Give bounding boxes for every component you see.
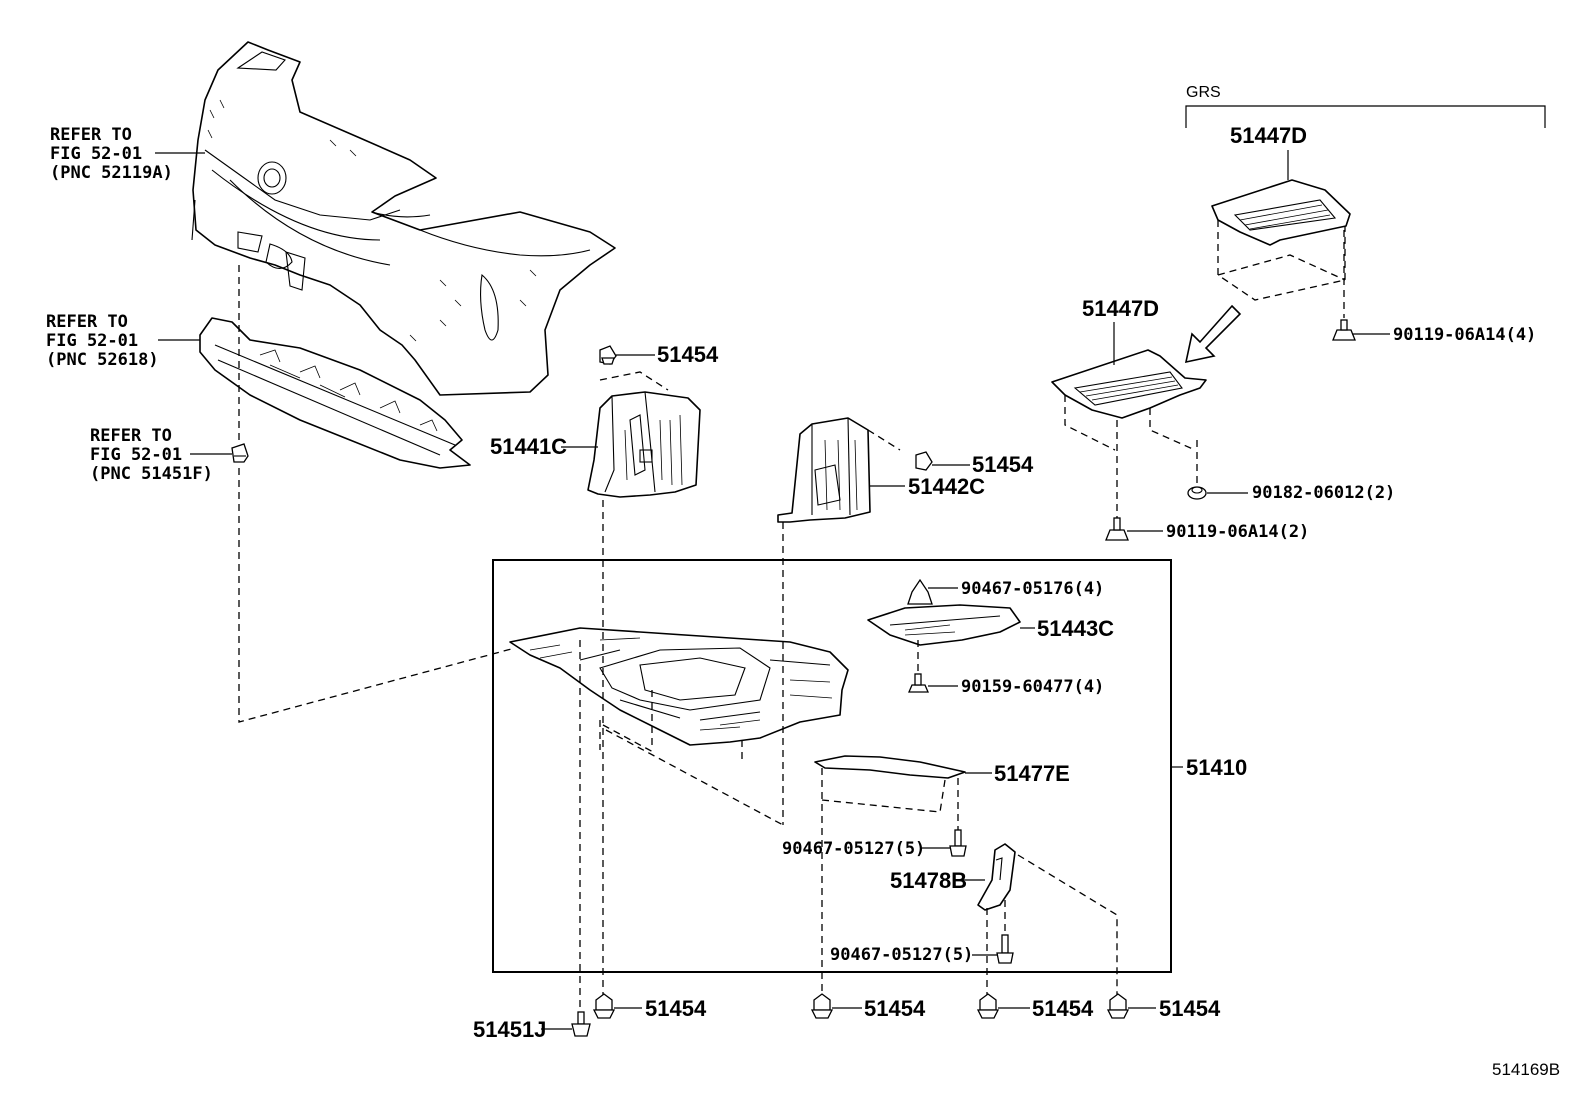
ref-line1: REFER TO xyxy=(46,312,128,332)
part-number-90467-05127-b: 90467-05127(5) xyxy=(830,945,973,965)
part-number-51454-f: 51454 xyxy=(1159,996,1221,1021)
clip-icon xyxy=(1106,993,1130,1019)
part-number-51454-a: 51454 xyxy=(657,342,719,367)
nut-icon xyxy=(1187,486,1207,500)
clip-icon xyxy=(599,345,617,365)
part-number-90467-05176: 90467-05176(4) xyxy=(961,579,1104,599)
clip-icon xyxy=(231,443,249,463)
part-number-51454-d: 51454 xyxy=(864,996,926,1021)
part-number-51442c: 51442C xyxy=(908,474,985,499)
part-number-51454-c: 51454 xyxy=(645,996,707,1021)
under-cover-icon xyxy=(867,604,1021,646)
reference-note-clip: REFER TO FIG 52-01 (PNC 51451F) xyxy=(90,426,213,484)
bracket-icon xyxy=(814,755,966,779)
arrow-icon xyxy=(1184,304,1242,364)
part-number-51454-b: 51454 xyxy=(972,452,1034,477)
under-cover-icon xyxy=(1051,349,1207,451)
assembly-frame xyxy=(492,559,1172,973)
clip-icon xyxy=(592,993,616,1019)
clip-icon xyxy=(915,451,933,471)
bracket-icon xyxy=(907,578,933,605)
reference-note-bumper: REFER TO FIG 52-01 (PNC 52119A) xyxy=(50,125,173,183)
bracket-icon xyxy=(977,843,1016,911)
part-number-51451j: 51451J xyxy=(473,1017,546,1042)
bolt-icon xyxy=(1332,319,1356,341)
figure-code: 514169B xyxy=(1492,1060,1560,1079)
bolt-icon xyxy=(996,934,1014,964)
ref-line2: FIG 52-01 xyxy=(46,331,138,351)
splash-shield-icon xyxy=(587,391,701,498)
reference-note-absorber: REFER TO FIG 52-01 (PNC 52618) xyxy=(46,312,159,370)
part-number-90119-4: 90119-06A14(4) xyxy=(1393,325,1536,345)
part-number-51447d-top: 51447D xyxy=(1230,123,1307,148)
bolt-icon xyxy=(949,829,967,857)
part-number-51410: 51410 xyxy=(1186,755,1247,780)
ref-line3: (PNC 52119A) xyxy=(50,163,173,183)
ref-line1: REFER TO xyxy=(50,125,132,145)
part-number-51443c: 51443C xyxy=(1037,616,1114,641)
splash-shield-icon xyxy=(777,417,871,523)
clip-icon xyxy=(976,993,1000,1019)
bolt-icon xyxy=(1105,517,1129,541)
bolt-icon xyxy=(571,1011,591,1037)
ref-line1: REFER TO xyxy=(90,426,172,446)
part-number-90119-2: 90119-06A14(2) xyxy=(1166,522,1309,542)
group-label: GRS xyxy=(1186,84,1221,101)
bolt-icon xyxy=(908,673,929,693)
ref-line3: (PNC 51451F) xyxy=(90,464,213,484)
part-number-51454-e: 51454 xyxy=(1032,996,1094,1021)
part-number-90467-05127-a: 90467-05127(5) xyxy=(782,839,925,859)
ref-line2: FIG 52-01 xyxy=(50,144,142,164)
part-number-51441c: 51441C xyxy=(490,434,567,459)
front-bumper-icon xyxy=(191,41,616,396)
part-number-90159: 90159-60477(4) xyxy=(961,677,1104,697)
part-number-51477e: 51477E xyxy=(994,761,1070,786)
part-number-90182: 90182-06012(2) xyxy=(1252,483,1395,503)
part-number-51478b: 51478B xyxy=(890,868,967,893)
ref-line3: (PNC 52618) xyxy=(46,350,159,370)
ref-line2: FIG 52-01 xyxy=(90,445,182,465)
bumper-absorber-icon xyxy=(199,317,471,469)
clip-icon xyxy=(810,993,834,1019)
under-cover-icon xyxy=(509,627,849,746)
part-number-51447d-mid: 51447D xyxy=(1082,296,1159,321)
under-cover-icon xyxy=(1211,179,1351,301)
